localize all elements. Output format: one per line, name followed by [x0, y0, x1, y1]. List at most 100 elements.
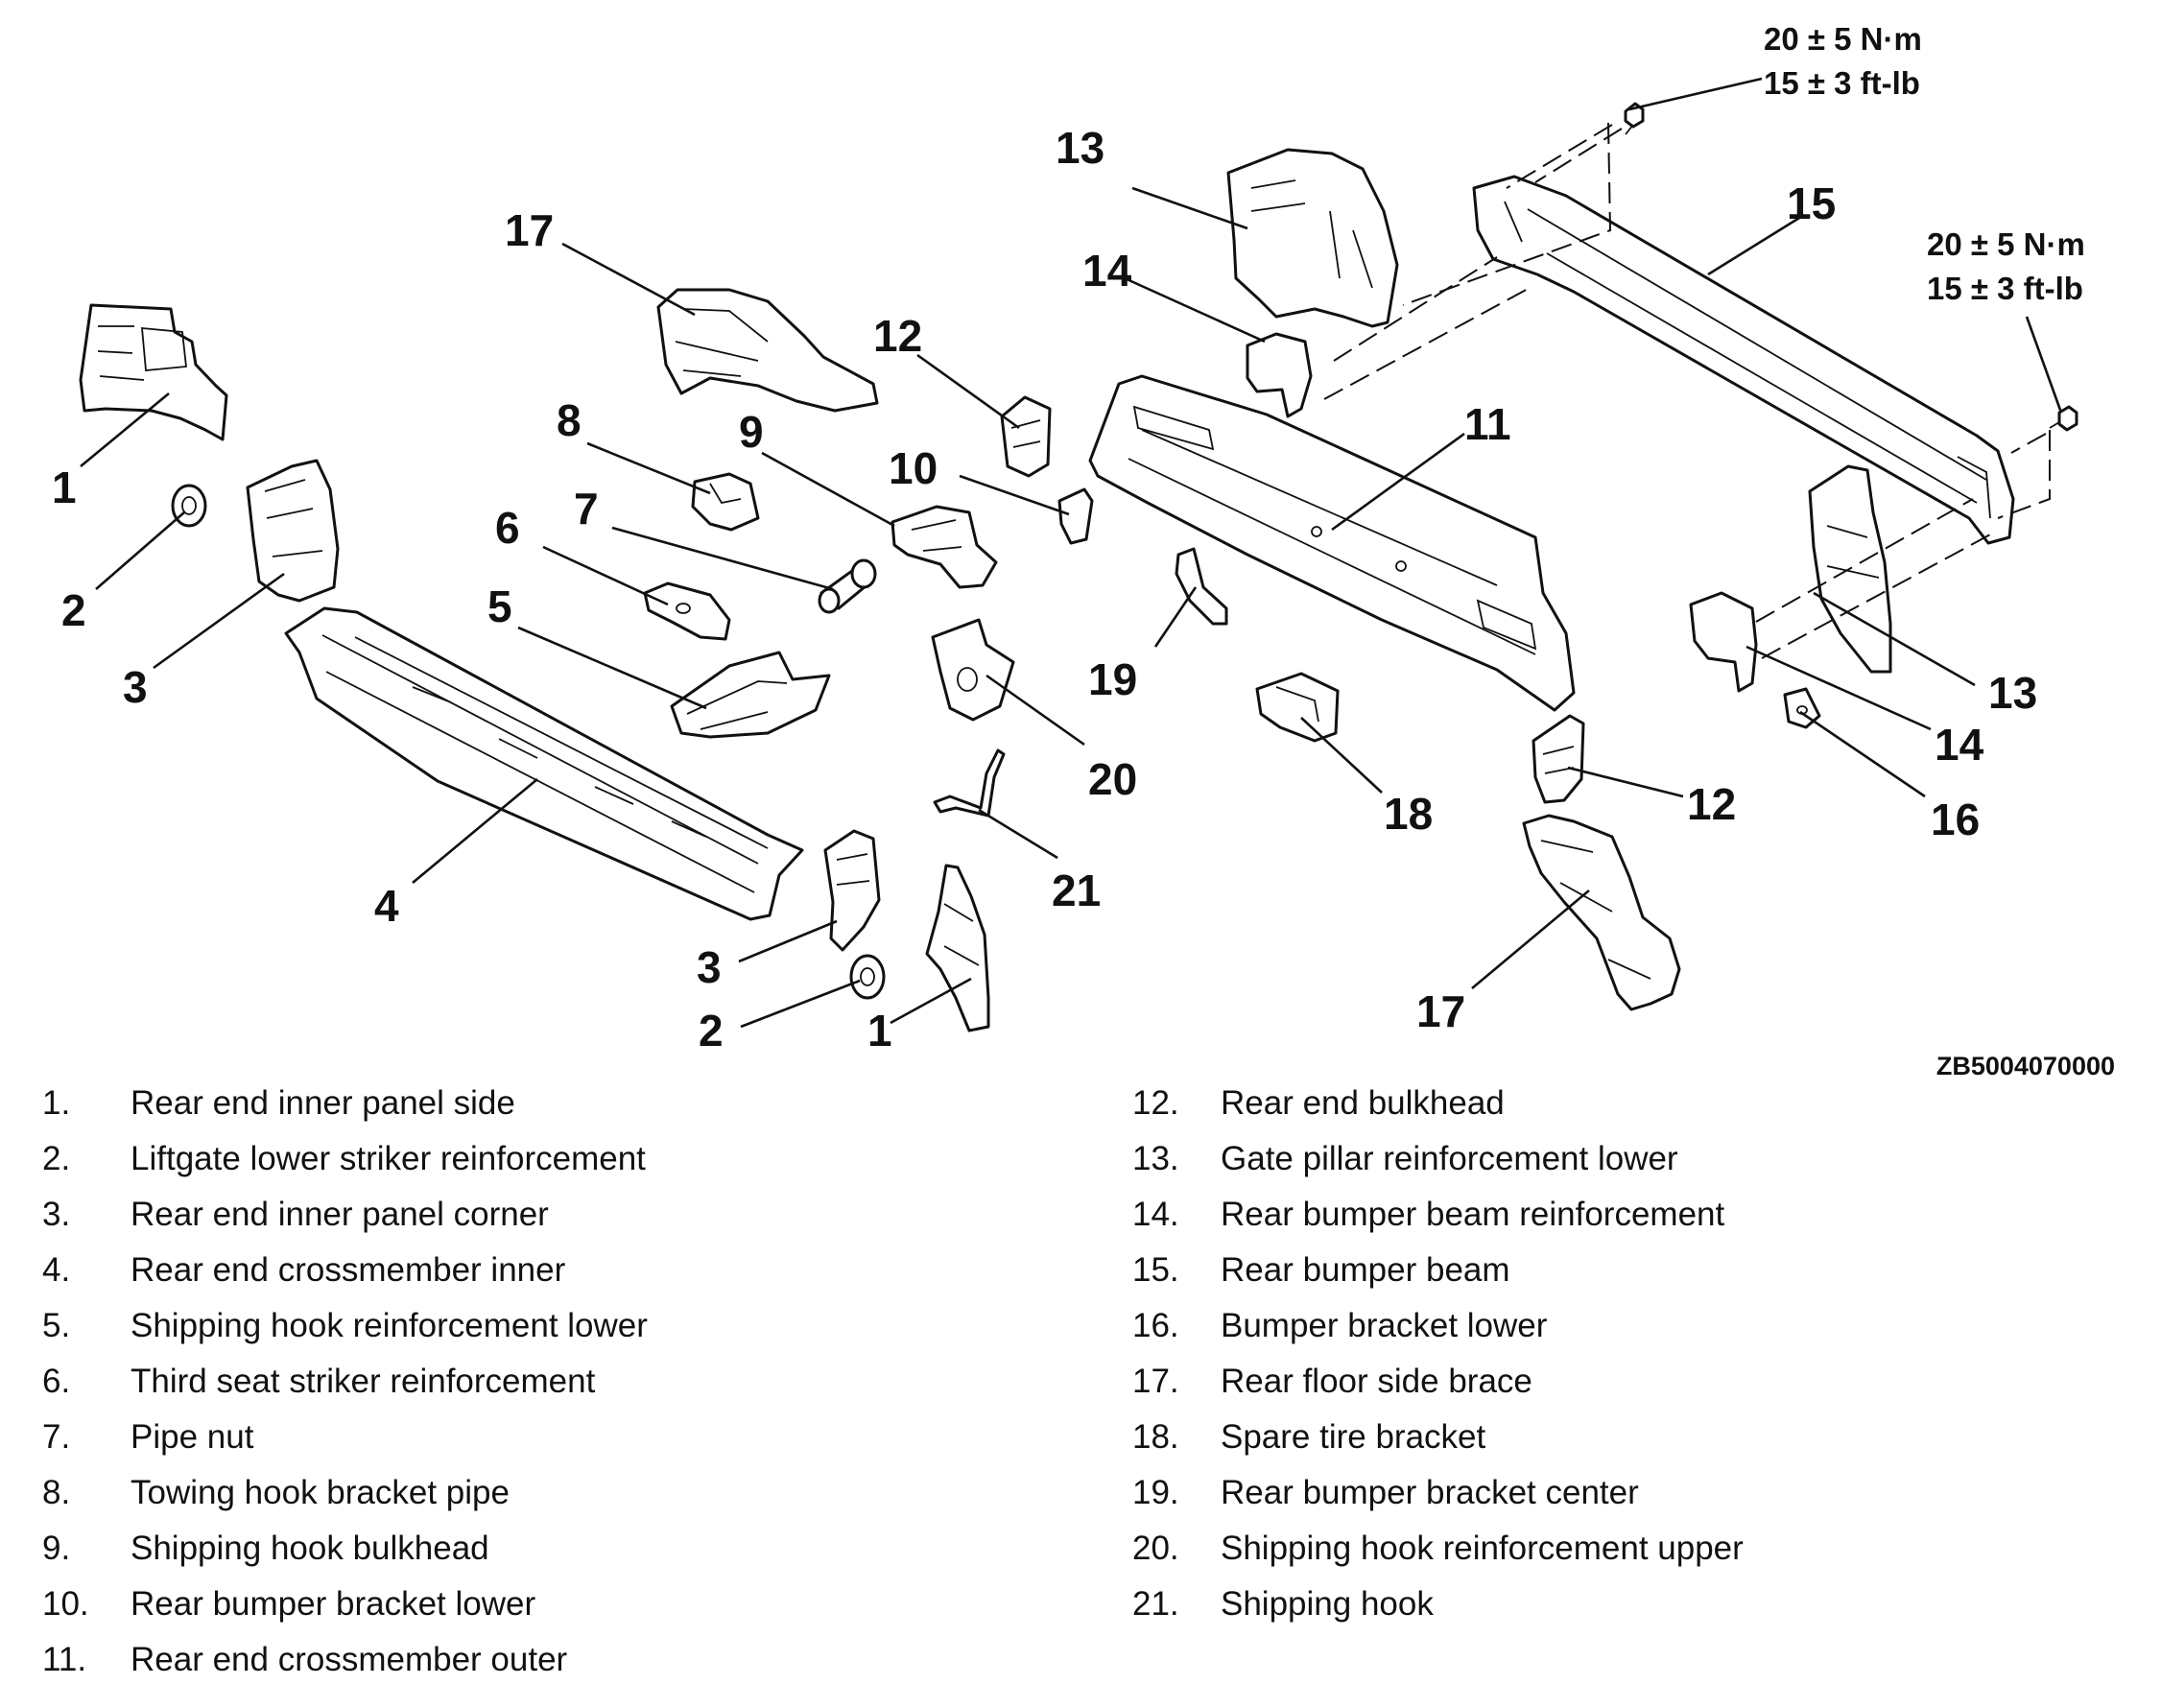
legend-label: Shipping hook reinforcement lower [131, 1307, 648, 1344]
legend-number: 2. [42, 1140, 71, 1177]
legend-item: 3. Rear end inner panel corner [42, 1196, 549, 1234]
part-12-upper [1000, 395, 1052, 478]
torque-spec-2-imperial: 15 ± 3 ft-lb [1927, 271, 2083, 306]
callout-12-lower: 12 [1687, 779, 1736, 829]
callout-14-upper: 14 [1082, 246, 1132, 296]
part-14-lower [1689, 591, 1758, 693]
part-5 [670, 651, 831, 739]
legend-number: 17. [1132, 1363, 1179, 1400]
legend-label: Rear floor side brace [1221, 1363, 1532, 1400]
callout-17-upper: 17 [505, 205, 554, 255]
callout-8: 8 [557, 395, 582, 445]
legend-item: 14. Rear bumper beam reinforcement [1132, 1196, 1724, 1234]
legend-number: 18. [1132, 1418, 1179, 1456]
legend-number: 1. [42, 1084, 71, 1122]
part-21 [933, 748, 1006, 818]
callout-1-lower: 1 [867, 1006, 892, 1056]
part-19 [1175, 547, 1228, 626]
legend-item: 15. Rear bumper beam [1132, 1251, 1510, 1290]
legend-number: 8. [42, 1474, 71, 1511]
callout-9: 9 [739, 407, 764, 457]
legend-label: Shipping hook reinforcement upper [1221, 1530, 1744, 1567]
torque-spec-1-imperial: 15 ± 3 ft-lb [1764, 65, 1920, 101]
callout-12-upper: 12 [873, 311, 922, 361]
legend-number: 3. [42, 1196, 71, 1233]
part-3-lower [823, 829, 881, 952]
legend-item: 18.Spare tire bracket [1132, 1418, 1485, 1457]
legend-label: Rear end bulkhead [1221, 1084, 1505, 1122]
part-1-lower [925, 864, 990, 1032]
legend-item: 12. Rear end bulkhead [1132, 1084, 1505, 1123]
legend-number: 15. [1132, 1251, 1179, 1289]
legend-item: 8.Towing hook bracket pipe [42, 1474, 510, 1512]
callout-13-upper: 13 [1056, 123, 1104, 173]
legend-item: 2. Liftgate lower striker reinforcement [42, 1140, 646, 1178]
legend-label: Gate pillar reinforcement lower [1221, 1140, 1678, 1177]
legend-label: Rear bumper beam reinforcement [1221, 1196, 1725, 1233]
callout-1-upper: 1 [52, 463, 77, 512]
legend-label: Pipe nut [131, 1418, 254, 1456]
legend-item: 16. Bumper bracket lower [1132, 1307, 1547, 1345]
legend-label: Bumper bracket lower [1221, 1307, 1548, 1344]
callout-5: 5 [487, 581, 512, 631]
legend-number: 20. [1132, 1530, 1179, 1567]
callout-16: 16 [1931, 795, 1980, 844]
callout-21: 21 [1052, 866, 1101, 915]
legend-label: Rear end inner panel side [131, 1084, 515, 1122]
part-8 [691, 472, 760, 532]
legend-number: 14. [1132, 1196, 1179, 1233]
figure-id: ZB5004070000 [1936, 1052, 2115, 1080]
legend-item: 4.Rear end crossmember inner [42, 1251, 565, 1290]
legend-label: Liftgate lower striker reinforcement [131, 1140, 646, 1177]
callout-7: 7 [574, 484, 599, 534]
part-14-upper [1246, 332, 1313, 418]
callout-3-lower: 3 [697, 942, 722, 992]
part-12-lower [1532, 714, 1585, 804]
part-7 [818, 558, 877, 614]
legend-item: 7. Pipe nut [42, 1418, 253, 1457]
legend-label: Shipping hook bulkhead [131, 1530, 489, 1567]
part-17-upper [656, 288, 879, 413]
callout-17-lower: 17 [1416, 986, 1465, 1036]
callout-11: 11 [1464, 399, 1511, 449]
exploded-parts-diagram: 20 ± 5 N·m 15 ± 3 ft-lb 20 ± 5 N·m 15 ± … [52, 21, 2115, 1080]
legend-number: 10. [42, 1585, 89, 1623]
parts-legend: 1. Rear end inner panel side 2. Liftgate l… [0, 1084, 2161, 1698]
torque-spec-2-metric: 20 ± 5 N·m [1927, 226, 2085, 262]
legend-item: 11. Rear end crossmember outer [42, 1641, 567, 1679]
legend-number: 9. [42, 1530, 71, 1567]
legend-number: 5. [42, 1307, 71, 1344]
legend-item: 6.Third seat striker reinforcement [42, 1363, 595, 1401]
torque-spec-1-metric: 20 ± 5 N·m [1764, 21, 1922, 57]
bolt-right [2049, 405, 2078, 432]
callout-10: 10 [889, 443, 938, 493]
part-10 [1057, 487, 1094, 545]
legend-label: Shipping hook [1221, 1585, 1434, 1623]
legend-number: 16. [1132, 1307, 1179, 1344]
part-1-left [79, 303, 228, 441]
legend-number: 19. [1132, 1474, 1179, 1511]
part-15 [1472, 175, 2015, 545]
legend-label: Rear bumper bracket center [1221, 1474, 1639, 1511]
part-9 [891, 505, 998, 589]
callout-2-lower: 2 [699, 1006, 724, 1056]
legend-number: 6. [42, 1363, 71, 1400]
legend-number: 11. [42, 1641, 87, 1678]
callout-20: 20 [1088, 754, 1137, 804]
callout-3-upper: 3 [123, 662, 148, 712]
legend-label: Rear end crossmember inner [131, 1251, 566, 1289]
legend-item: 13.Gate pillar reinforcement lower [1132, 1140, 1678, 1178]
legend-number: 7. [42, 1418, 71, 1456]
legend-label: Rear end inner panel corner [131, 1196, 549, 1233]
legend-item: 21. Shipping hook [1132, 1585, 1434, 1624]
legend-label: Rear bumper bracket lower [131, 1585, 536, 1623]
callout-2-upper: 2 [61, 585, 86, 635]
legend-label: Rear bumper beam [1221, 1251, 1510, 1289]
legend-number: 21. [1132, 1585, 1179, 1623]
legend-number: 12. [1132, 1084, 1179, 1122]
part-11 [1088, 374, 1576, 712]
part-17-lower [1522, 814, 1681, 1011]
legend-item: 17. Rear floor side brace [1132, 1363, 1532, 1401]
legend-label: Rear end crossmember outer [131, 1641, 568, 1678]
legend-item: 9. Shipping hook bulkhead [42, 1530, 489, 1568]
